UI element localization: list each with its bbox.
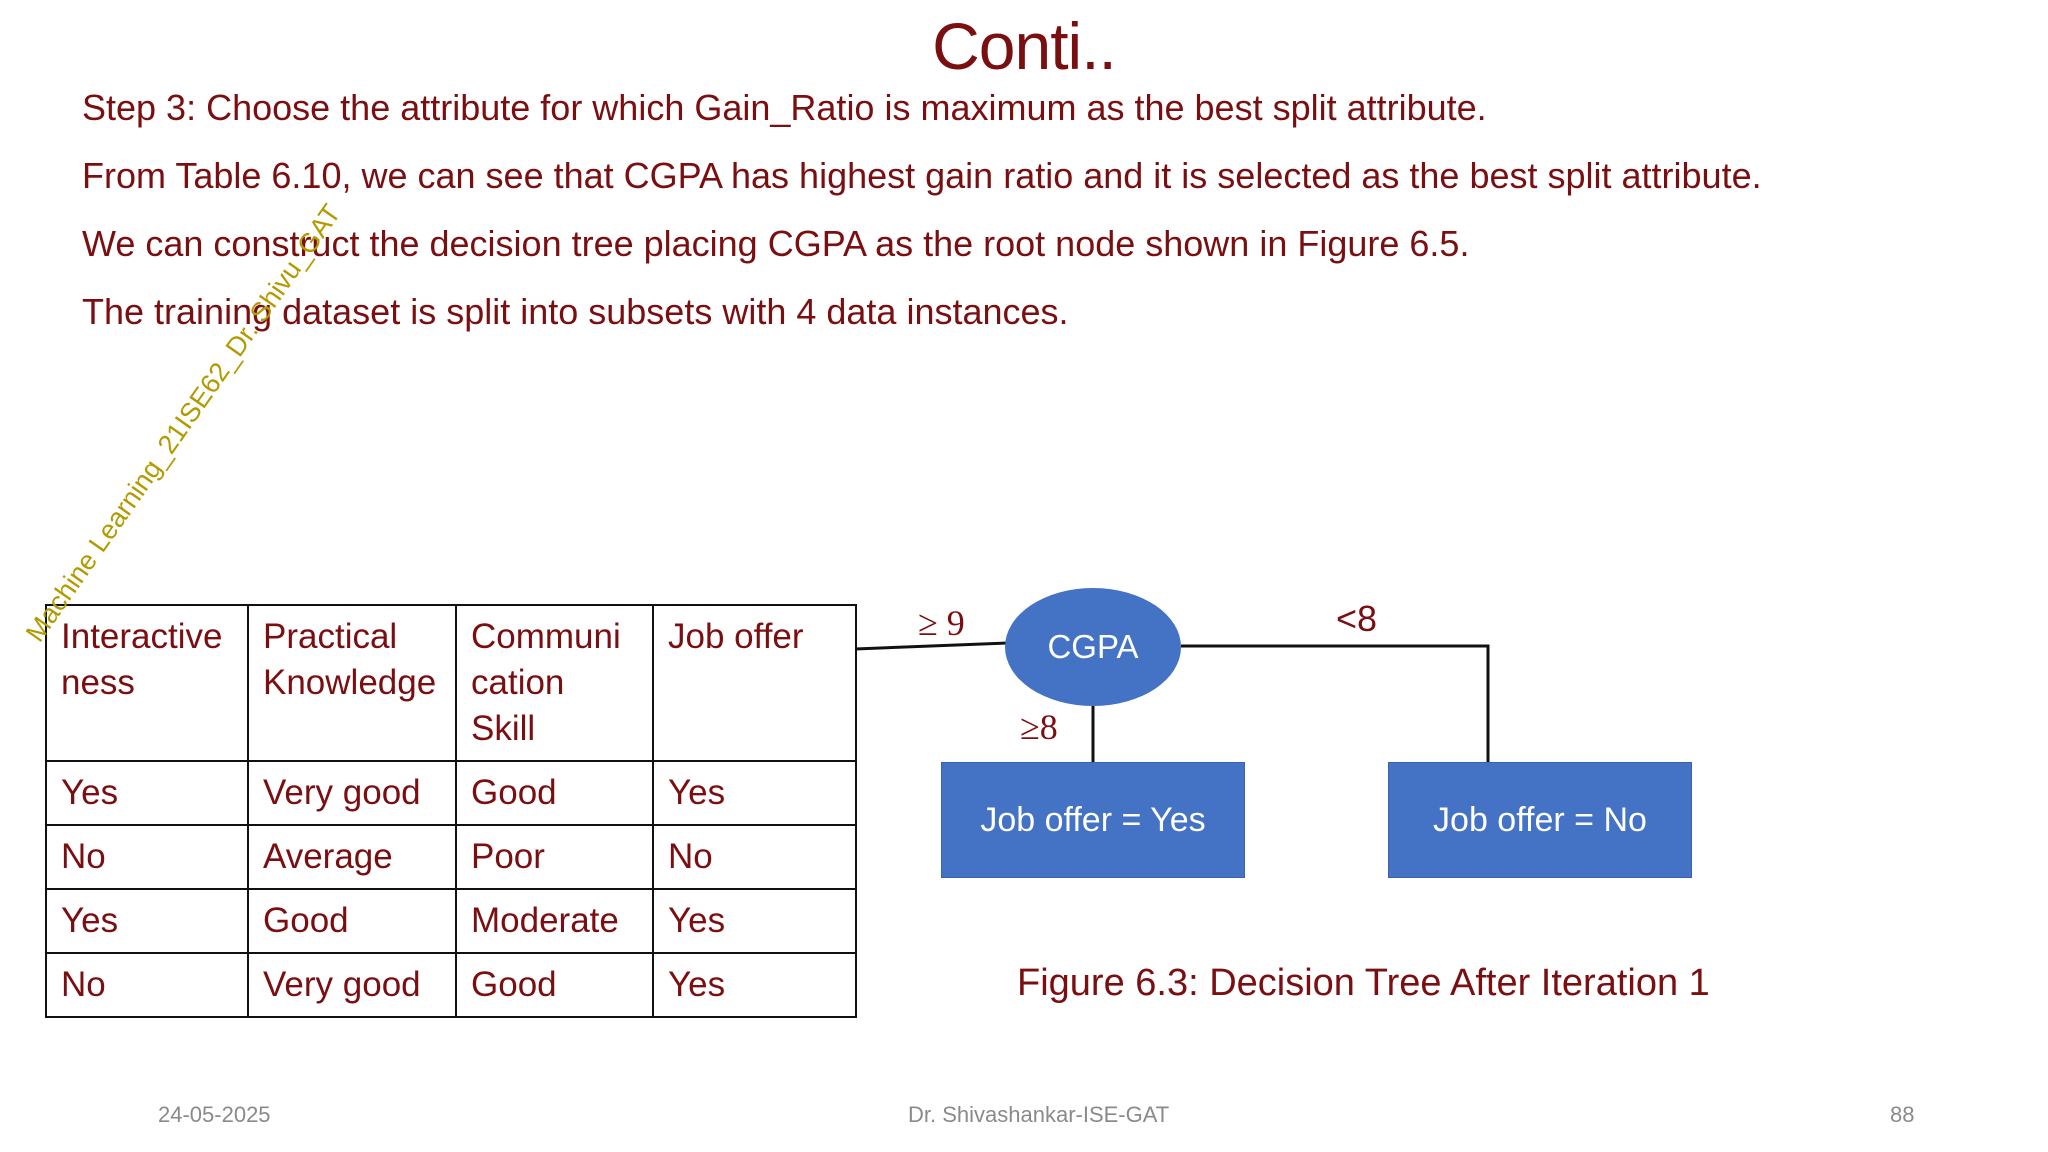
slide-title: Conti.. [932,9,1117,83]
table-cell: Yes [652,888,857,954]
table-cell: No [45,824,249,890]
table-cell: Average [247,824,457,890]
table-cell: Moderate [455,888,654,954]
table-cell: Yes [45,760,249,826]
table-cell: Very good [247,760,457,826]
leaf-node-job-offer-no: Job offer = No [1388,762,1692,878]
header-communication-skill-text: Communi cation Skill [471,617,621,748]
header-interactiveness-text: Interactive ness [61,617,223,702]
root-node-label: CGPA [1047,628,1139,665]
table-row: No Average Poor No [45,824,857,890]
footer-page-number: 88 [1890,1102,1915,1127]
header-cell-practical-knowledge: Practical Knowledge [247,604,457,762]
table-cell: Poor [455,824,654,890]
bullet-step3: Step 3: Choose the attribute for which G… [82,87,1487,128]
table-cell: Good [247,888,457,954]
table-cell: Very good [247,952,457,1018]
edge-label-right: <8 [1336,598,1378,639]
root-node-cgpa: CGPA [1005,588,1181,706]
table-cell: Good [455,952,654,1018]
header-cell-communication-skill: Communi cation Skill [455,604,654,762]
table-cell: Yes [45,888,249,954]
data-table: Interactive ness Practical Knowledge Com… [45,604,857,1018]
bullet-list: Step 3: Choose the attribute for which G… [82,74,1982,346]
table-row: Yes Good Moderate Yes [45,888,857,954]
bullet-construct-tree: We can construct the decision tree placi… [82,223,1470,264]
header-job-offer-text: Job offer [668,617,804,656]
table-row: Yes Very good Good Yes [45,760,857,826]
table-cell: No [45,952,249,1018]
edge-right-connector [1181,644,1490,762]
edge-label-left: ≥ 9 [918,603,965,643]
table-cell: Yes [652,760,857,826]
bullet-split-subsets: The training dataset is split into subse… [82,291,1069,332]
table-header-row: Interactive ness Practical Knowledge Com… [45,604,857,762]
footer-author: Dr. Shivashankar-ISE-GAT [908,1102,1170,1127]
table-cell: Good [455,760,654,826]
edge-left-connector [854,641,1009,651]
leaf-no-label: Job offer = No [1433,800,1647,839]
table-cell: Yes [652,952,857,1018]
header-cell-job-offer: Job offer [652,604,857,762]
leaf-yes-label: Job offer = Yes [980,800,1206,839]
footer-date: 24-05-2025 [158,1102,271,1127]
figure-caption: Figure 6.3: Decision Tree After Iteratio… [1017,962,1710,1004]
edge-label-middle: ≥8 [1020,707,1058,747]
bullet-table-reference: From Table 6.10, we can see that CGPA ha… [82,155,1762,196]
table-row: No Very good Good Yes [45,952,857,1018]
header-cell-interactiveness: Interactive ness [45,604,249,762]
header-practical-knowledge-text: Practical Knowledge [263,617,437,702]
table-cell: No [652,824,857,890]
leaf-node-job-offer-yes: Job offer = Yes [941,762,1245,878]
